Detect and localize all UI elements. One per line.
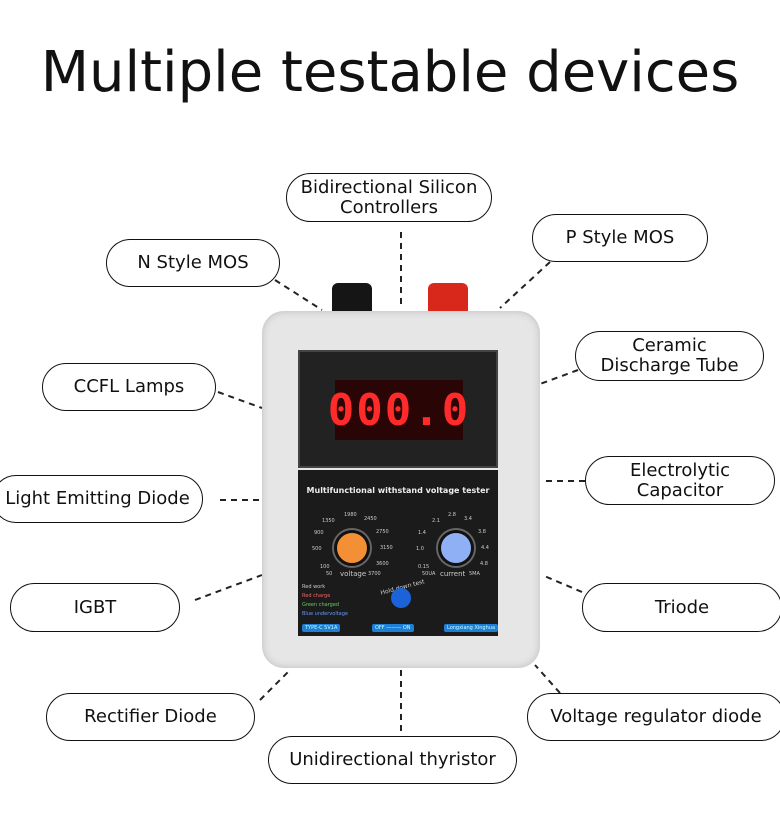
tick: 4.4 [481,545,489,551]
tick: 900 [314,530,324,536]
tick: 0.15 [418,564,430,570]
tick: 4.8 [480,561,488,567]
type-c-tag: TYPE-C 5V1A [302,624,341,632]
label-regulator: Voltage regulator diode [527,693,780,741]
power-switch[interactable]: OFF ——— ON [372,624,414,632]
tick: 5MA [469,571,480,577]
label-n-mos: N Style MOS [106,239,280,287]
tick: 3600 [376,561,389,567]
label-electrolytic: Electrolytic Capacitor [585,456,775,505]
current-knob[interactable] [438,530,474,566]
test-button[interactable] [391,588,411,608]
label-bidirectional: Bidirectional Silicon Controllers [286,173,492,222]
tick: 50 [326,571,333,577]
tick: 2450 [364,516,377,522]
current-label: current [440,570,466,578]
tick: 1980 [344,512,357,518]
tick: 1.4 [418,530,426,536]
tick: 1.0 [416,546,424,552]
tick: 3.8 [478,529,486,535]
brand-tag: Longxiang Xinghua [444,624,498,632]
page-title: Multiple testable devices [40,40,740,105]
label-ceramic: Ceramic Discharge Tube [575,331,764,381]
voltage-knob[interactable] [334,530,370,566]
legend-item: Red work [302,584,326,590]
label-p-mos: P Style MOS [532,214,708,262]
control-panel: Multifunctional withstand voltage tester… [298,470,498,636]
tick: 50UA [422,571,436,577]
legend-item: Blue undervoltage [302,611,348,617]
tick: 2750 [376,529,389,535]
tick: 1350 [322,518,335,524]
label-led: Light Emitting Diode [0,475,203,523]
on-label: ON [402,625,411,631]
red-terminal [428,283,468,313]
label-triode: Triode [582,583,780,632]
panel-title: Multifunctional withstand voltage tester [306,486,490,495]
label-igbt: IGBT [10,583,180,632]
tick: 500 [312,546,322,552]
voltage-label: voltage [340,570,367,578]
label-thyristor: Unidirectional thyristor [268,736,517,784]
led-display: 000.0 [328,380,468,440]
label-ccfl: CCFL Lamps [42,363,216,411]
legend-item: Red charge [302,593,331,599]
tick: 2.1 [432,518,440,524]
tick: 3700 [368,571,381,577]
off-label: OFF [375,625,385,631]
legend-item: Green charged [302,602,340,608]
tick: 3150 [380,545,393,551]
label-rectifier: Rectifier Diode [46,693,255,741]
tick: 2.8 [448,512,456,518]
tick: 100 [320,564,330,570]
tick: 3.4 [464,516,472,522]
black-terminal [332,283,372,313]
